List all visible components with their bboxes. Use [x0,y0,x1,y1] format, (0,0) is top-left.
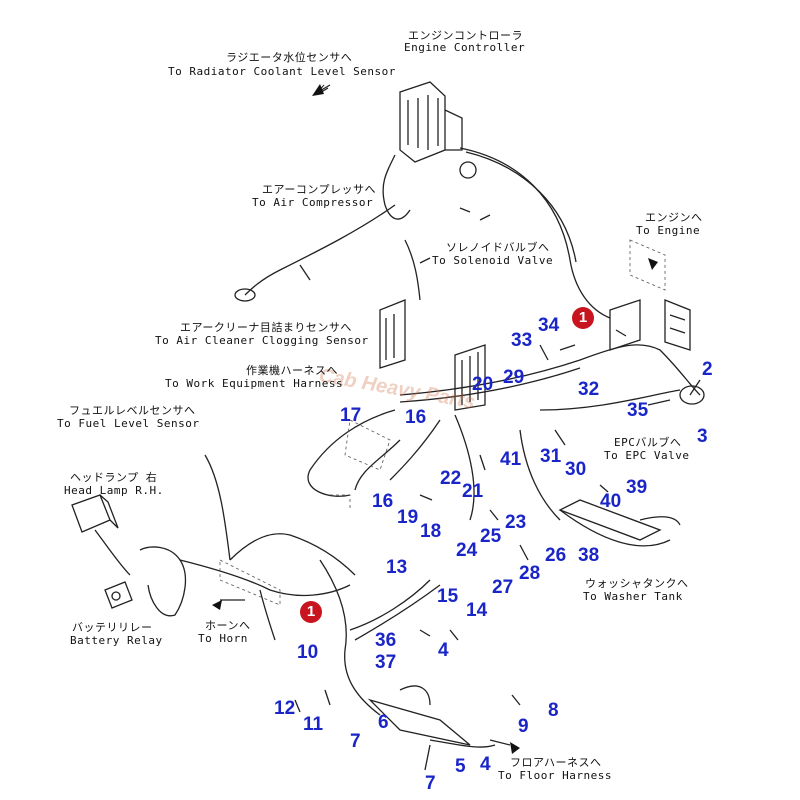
part-number-3: 3 [697,426,708,447]
washer-tank-label-jp: ウォッシャタンクへ [585,577,689,590]
part-number-25: 25 [480,526,502,547]
part-number-22: 22 [440,468,462,489]
engine-label-en: To Engine [636,224,701,237]
part-number-19: 19 [397,507,419,528]
callout-1-lower: 1 [300,601,322,623]
horn-label-en: To Horn [198,632,248,645]
part-number-38: 38 [578,545,600,566]
part-number-23: 23 [505,512,527,533]
part-number-27: 27 [492,577,514,598]
solenoid-label-jp: ソレノイドバルブへ [446,241,550,254]
part-number-40: 40 [600,491,622,512]
engine-controller-label-jp: エンジンコントローラ [408,29,523,42]
fuel-level-label-jp: フュエルレベルセンサへ [69,404,196,417]
part-number-7-bottom: 7 [425,773,436,794]
part-number-21: 21 [462,481,484,502]
part-number-34: 34 [538,315,560,336]
part-number-13: 13 [386,557,408,578]
part-number-24: 24 [456,540,478,561]
part-number-9: 9 [518,716,529,737]
part-number-30: 30 [565,459,587,480]
part-number-11: 11 [303,714,324,735]
head-lamp-icon [71,494,119,533]
radiator-label-jp: ラジエータ水位センサへ [226,51,353,64]
part-number-31: 31 [540,446,562,467]
part-number-8: 8 [548,700,559,721]
work-equipment-label-en: To Work Equipment Harness [165,377,344,390]
part-number-7-left: 7 [350,731,361,752]
part-number-2: 2 [702,359,713,380]
head-lamp-label-en: Head Lamp R.H. [64,484,164,497]
air-cleaner-label-en: To Air Cleaner Clogging Sensor [155,334,369,347]
engine-controller-label-en: Engine Controller [404,41,526,54]
part-number-35: 35 [627,400,649,421]
part-number-32: 32 [578,379,600,400]
part-number-36: 36 [375,630,397,651]
part-number-16-upper: 16 [405,407,427,428]
part-number-28: 28 [519,563,541,584]
part-number-4-lower: 4 [480,754,491,775]
part-number-18: 18 [420,521,442,542]
engine-connector-icon [609,299,691,351]
work-equipment-label-jp: 作業機ハーネスへ [246,364,338,377]
air-cleaner-label-jp: エアークリーナ目詰まりセンサへ [180,321,352,334]
head-lamp-label-jp: ヘッドランプ 右 [70,471,158,484]
part-number-15: 15 [437,586,459,607]
center-connector-icon [379,299,486,411]
part-number-39: 39 [626,477,648,498]
battery-relay-label-en: Battery Relay [70,634,163,647]
engine-controller-icon [399,81,477,179]
part-number-41: 41 [500,449,522,470]
part-number-14: 14 [466,600,488,621]
part-number-37: 37 [375,652,397,673]
engine-label-jp: エンジンへ [645,211,703,224]
part-number-6: 6 [378,712,389,733]
part-number-12: 12 [274,698,296,719]
air-compressor-label-en: To Air Compressor [252,196,374,209]
epc-label-jp: EPCバルブへ [614,436,682,449]
fuel-level-label-en: To Fuel Level Sensor [57,417,200,430]
washer-tank-label-en: To Washer Tank [583,590,683,603]
battery-relay-icon [104,581,133,609]
part-number-5: 5 [455,756,466,777]
floor-harness-label-en: To Floor Harness [498,769,612,782]
part-number-33: 33 [511,330,533,351]
battery-relay-label-jp: バッテリリレー [72,621,153,634]
part-number-26: 26 [545,545,567,566]
epc-label-en: To EPC Valve [604,449,690,462]
part-number-20: 20 [472,374,494,395]
callout-1-upper: 1 [572,307,594,329]
part-number-4-upper: 4 [438,640,449,661]
part-number-16-lower: 16 [372,491,394,512]
part-number-10: 10 [297,642,319,663]
part-number-29: 29 [503,367,525,388]
part-number-17: 17 [340,405,362,426]
radiator-label-en: To Radiator Coolant Level Sensor [168,65,396,78]
air-compressor-label-jp: エアーコンプレッサへ [262,183,377,196]
floor-harness-label-jp: フロアハーネスへ [510,756,602,769]
horn-label-jp: ホーンへ [205,619,251,632]
solenoid-label-en: To Solenoid Valve [432,254,554,267]
